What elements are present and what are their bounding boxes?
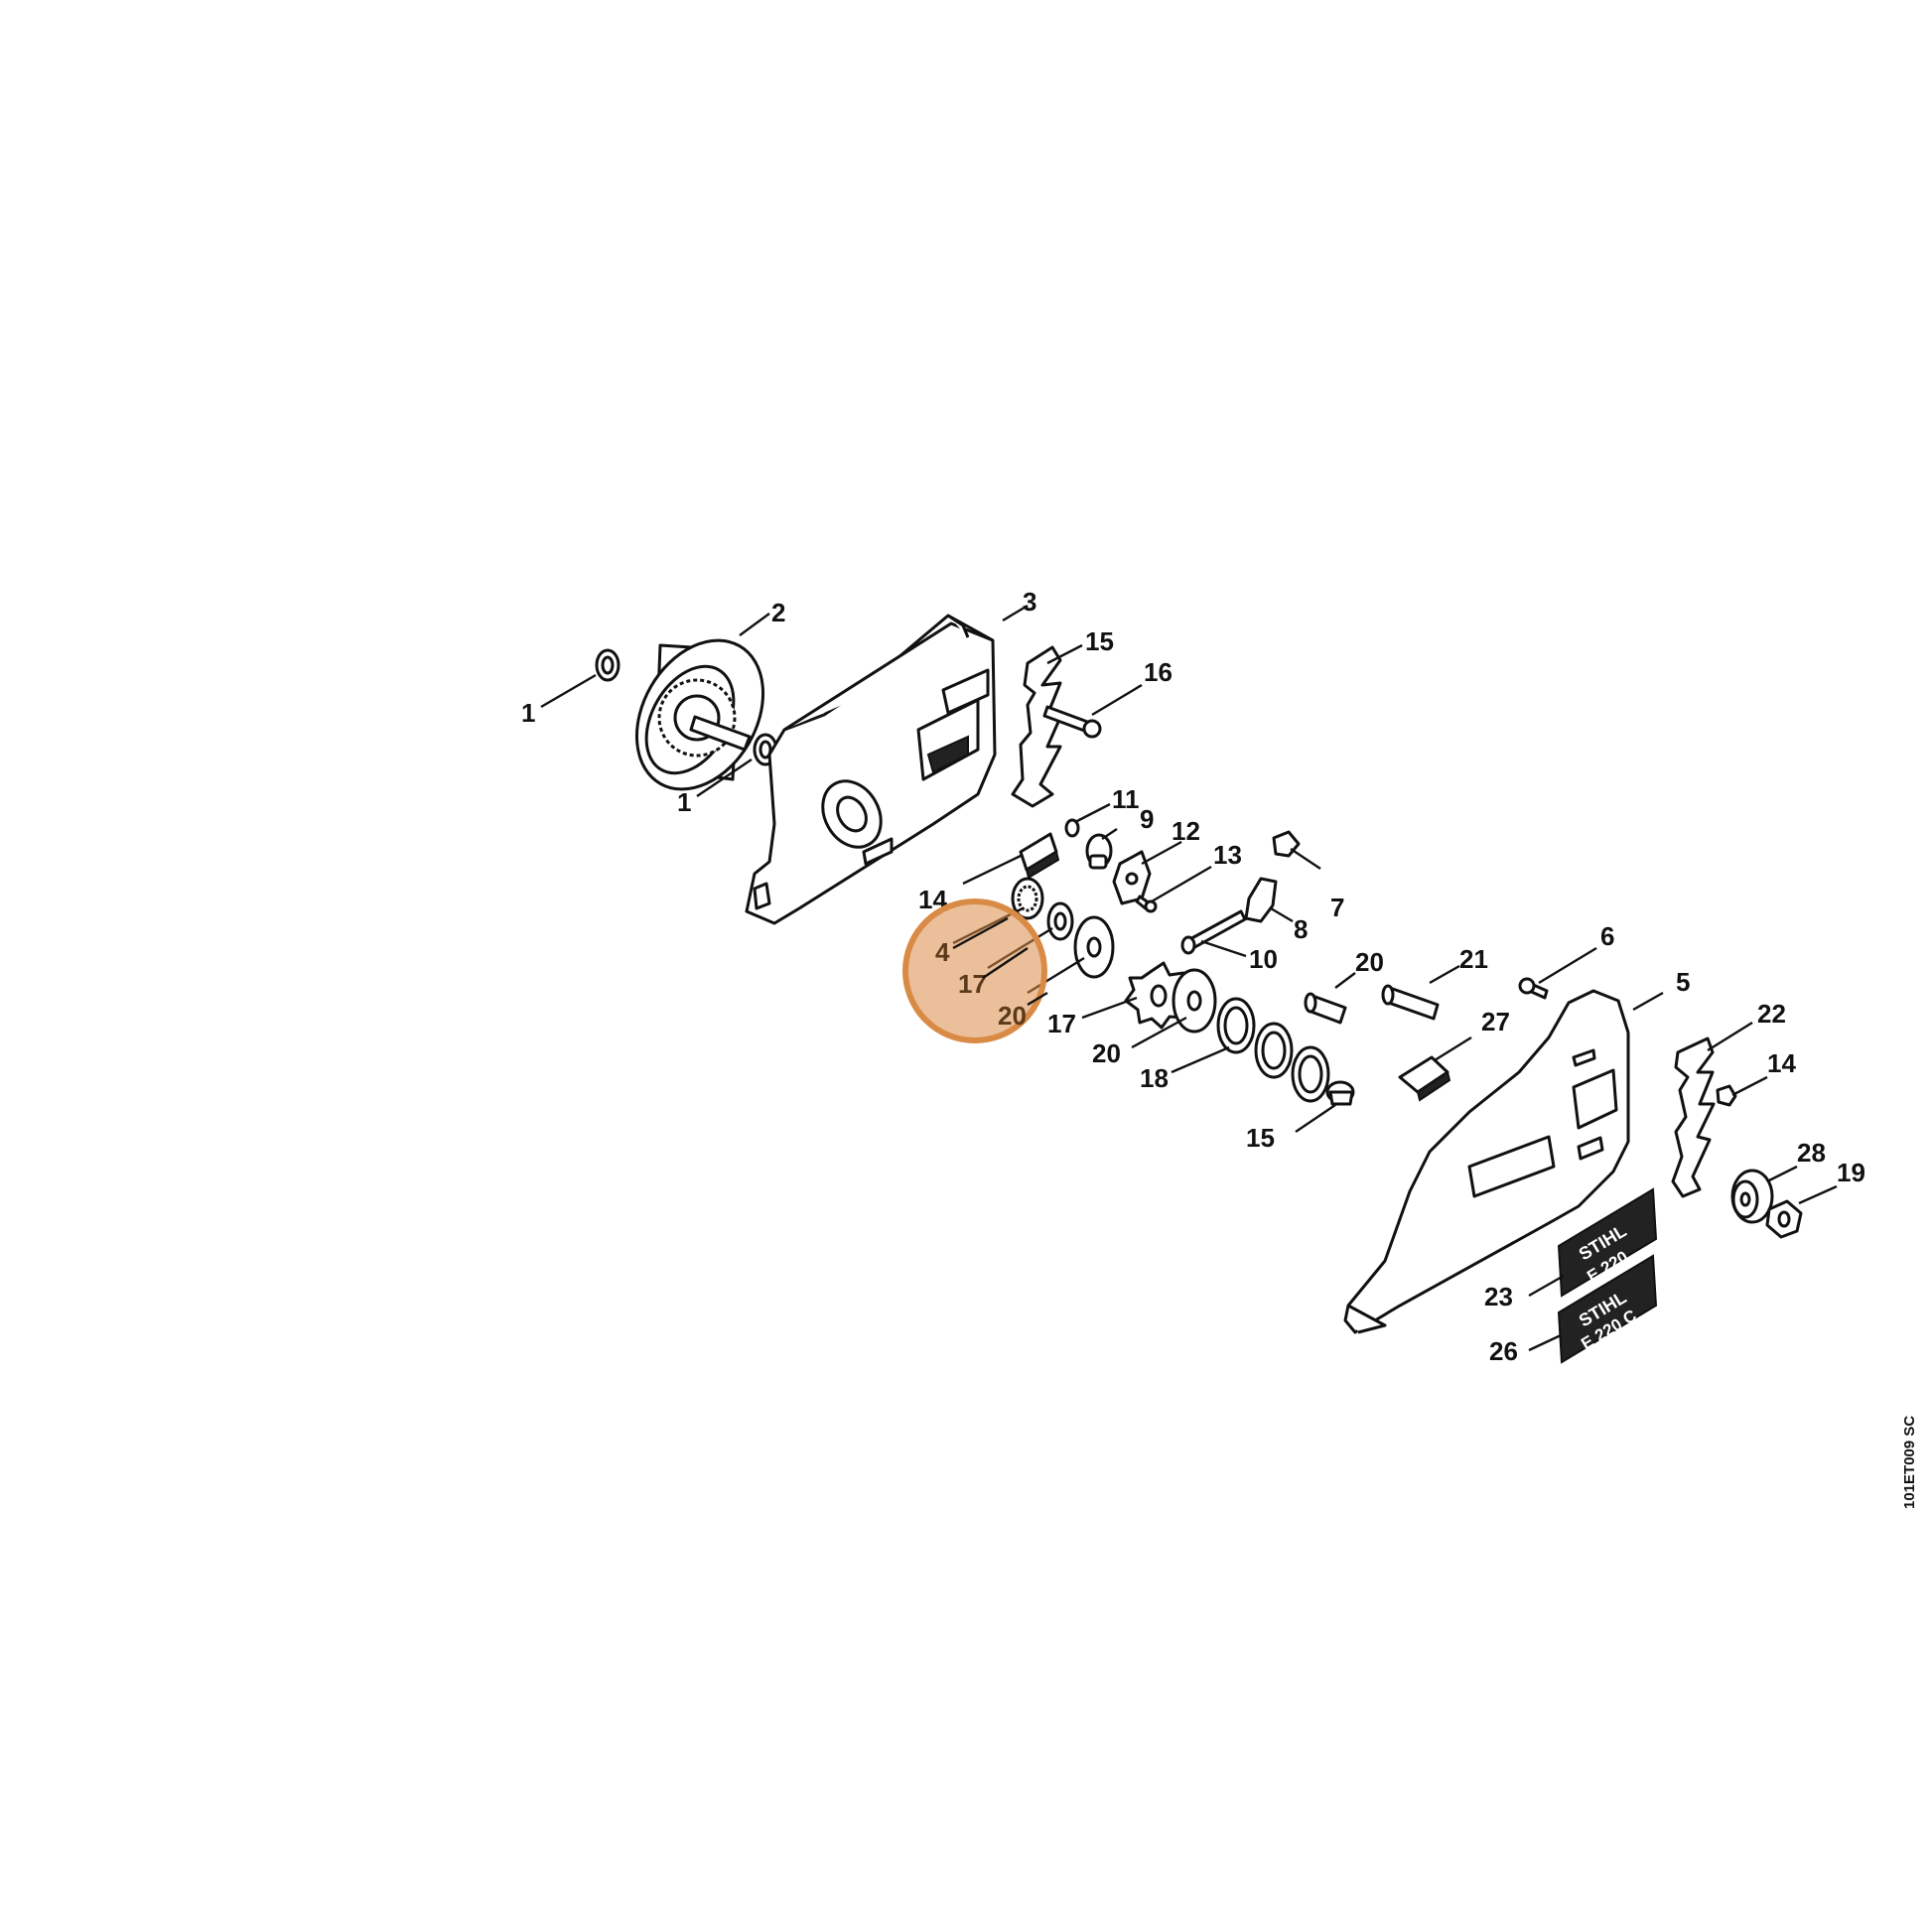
clutch-drum-2	[634, 638, 765, 791]
callout-15a: 15	[1085, 626, 1114, 656]
callout-1b: 1	[677, 787, 691, 817]
chain-sprocket-cover-22	[1343, 989, 1630, 1334]
callout-22: 5	[1676, 967, 1690, 997]
screw-13	[1135, 895, 1158, 913]
callout-18: 17	[1047, 1009, 1076, 1038]
callout-24: 23	[1484, 1282, 1513, 1311]
bumper-spike-15-lower	[1671, 1036, 1716, 1198]
slide-14-upper	[1019, 832, 1060, 880]
bracket-8	[1244, 877, 1278, 923]
callout-21: 18	[1140, 1063, 1169, 1093]
leader-lines	[540, 604, 1838, 1352]
adjusting-screw-10	[1180, 909, 1247, 955]
callout-26: 19	[1837, 1158, 1865, 1187]
callout-17: 17	[958, 969, 987, 999]
callout-3: 3	[1023, 587, 1036, 617]
o-ring-11	[1064, 818, 1080, 838]
screw-16	[1042, 705, 1102, 739]
callout-15b: 22	[1757, 999, 1786, 1029]
callout-1a: 1	[521, 698, 535, 728]
nut-28	[1716, 1084, 1737, 1107]
hotspot-highlight[interactable]: 4 17 20	[902, 898, 1048, 1043]
callout-11: 11	[1112, 784, 1140, 814]
callout-19: 15	[1246, 1123, 1275, 1153]
nut-26	[1765, 1199, 1803, 1239]
stud-5	[1381, 984, 1440, 1021]
spacer-23	[1730, 1169, 1774, 1224]
screw-19	[1325, 1080, 1355, 1106]
slide-14-lower	[1398, 1055, 1451, 1102]
callout-5: 21	[1459, 944, 1488, 974]
callout-23: 28	[1797, 1138, 1826, 1168]
callout-labels: 1 1 2 3 15 16 11 9 12 13 14 7 8 10 20 21…	[521, 587, 1865, 1366]
callout-2: 2	[771, 598, 785, 627]
sprocket-cover-3	[745, 614, 997, 925]
callout-6: 20	[1355, 947, 1384, 977]
callout-13: 13	[1213, 840, 1242, 870]
screw-27	[1518, 977, 1549, 1000]
plate-12	[1112, 850, 1152, 905]
callout-12: 12	[1172, 816, 1200, 846]
callout-9: 9	[1140, 804, 1154, 834]
callout-20b: 20	[1092, 1038, 1121, 1068]
hotspot-circle[interactable]	[902, 898, 1047, 1043]
washer-21	[1216, 997, 1330, 1103]
callout-20a: 20	[998, 1001, 1027, 1031]
bumper-spike-15-upper	[1011, 645, 1064, 808]
washer-20-rear	[1172, 968, 1217, 1034]
callout-14b: 27	[1481, 1007, 1510, 1036]
callout-4: 4	[935, 937, 950, 967]
diagram-reference-code: 101ET009 SC	[1901, 1416, 1918, 1509]
washer-17	[1046, 901, 1074, 941]
callout-27: 6	[1600, 921, 1614, 951]
washer-1-left	[595, 648, 621, 682]
callout-28: 14	[1767, 1048, 1796, 1078]
callout-25: 26	[1489, 1336, 1518, 1366]
washer-20-front	[1073, 915, 1115, 979]
callout-10: 10	[1249, 944, 1278, 974]
stud-6	[1304, 992, 1347, 1025]
callout-8: 8	[1294, 914, 1308, 944]
callout-16: 16	[1144, 657, 1173, 687]
callout-7: 7	[1330, 893, 1344, 922]
worm-gear-9	[1085, 833, 1113, 870]
